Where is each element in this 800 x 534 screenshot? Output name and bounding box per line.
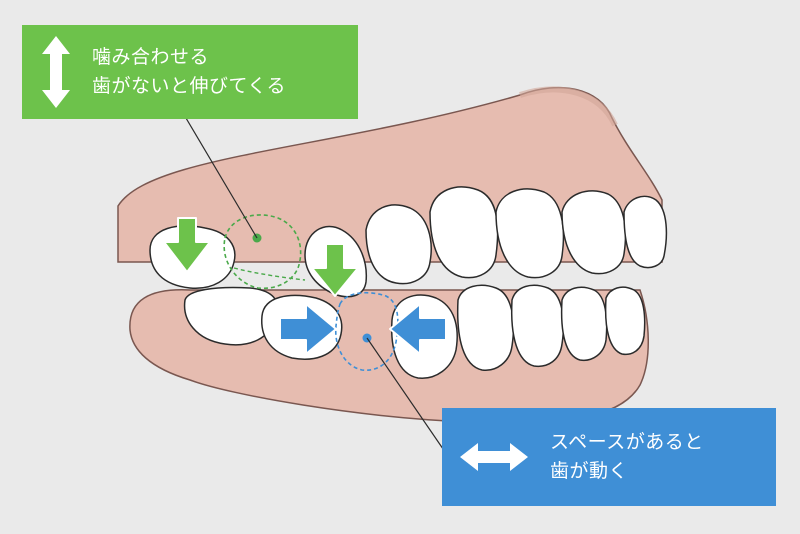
leader-line-horizontal: [366, 337, 453, 463]
right-arrow: [279, 303, 337, 355]
lower-incisor-3: [560, 286, 608, 362]
upper-incisor-4: [623, 195, 668, 269]
horizontal-callout-text: スペースがあると 歯が動く: [550, 428, 704, 486]
vertical-callout-line2: 歯がないと伸びてくる: [92, 75, 287, 97]
vertical-callout-text: 噛み合わせる 歯がないと伸びてくる: [92, 43, 286, 101]
leader-line-vertical: [182, 112, 258, 239]
lower-incisor-2: [510, 284, 565, 368]
upper-incisor-1: [429, 186, 499, 279]
upper-incisor-2: [495, 188, 565, 279]
horizontal-callout-line1: スペースがあると: [550, 431, 704, 453]
upper-canine: [365, 204, 432, 285]
lower-incisor-1: [456, 284, 515, 371]
horizontal-shift-callout: スペースがあると 歯が動く: [442, 408, 776, 506]
vertical-callout-line1: 噛み合わせる: [92, 46, 210, 68]
vertical-double-arrow-icon: [42, 36, 70, 108]
lower-incisor-4: [604, 286, 646, 356]
horizontal-callout-line2: 歯が動く: [550, 460, 629, 482]
horizontal-double-arrow-icon: [460, 443, 528, 471]
down-arrow-left: [163, 217, 211, 273]
left-arrow: [389, 303, 447, 355]
down-arrow-right: [311, 243, 359, 297]
vertical-growth-callout: 噛み合わせる 歯がないと伸びてくる: [22, 25, 358, 119]
upper-incisor-3: [561, 190, 627, 275]
upper-teeth: [149, 186, 668, 298]
